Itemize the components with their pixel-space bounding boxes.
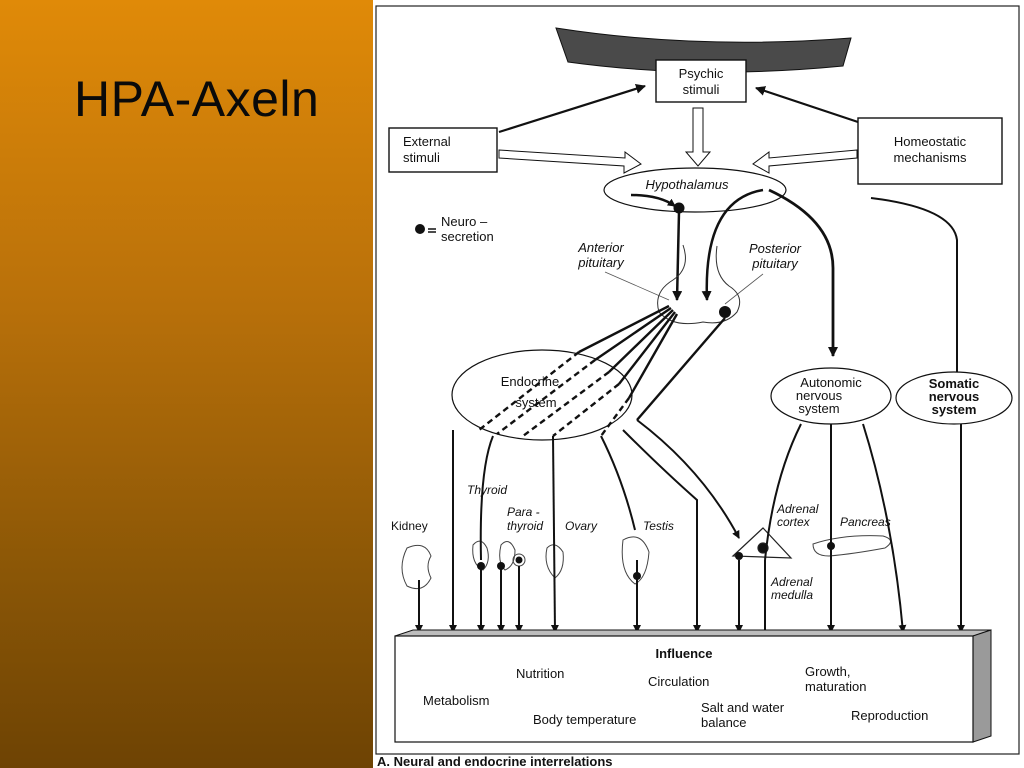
svg-text:Adrenal: Adrenal <box>770 575 813 589</box>
dashed-hormone-lines <box>478 351 630 437</box>
posterior-neurosecretion-dot <box>719 306 731 318</box>
figure-frame <box>375 5 1020 755</box>
svg-text:Neuro –: Neuro – <box>441 214 488 229</box>
hollow-arrows <box>498 107 858 174</box>
svg-text:stimuli: stimuli <box>683 82 720 97</box>
neurosecretion-dot <box>673 202 685 214</box>
thyroid-dot <box>477 562 485 570</box>
arrow-hypothalamus-inner <box>630 193 676 208</box>
svg-text:thyroid: thyroid <box>507 519 543 533</box>
svg-text:Thyroid: Thyroid <box>467 483 507 497</box>
arrow-homeostatic-to-psychic <box>755 86 859 124</box>
diagram-figure: Psychic stimuli External stimuli Homeost… <box>373 0 1024 768</box>
svg-text:Anterior: Anterior <box>577 240 624 255</box>
external-stimuli-box: External stimuli <box>388 127 498 173</box>
svg-text:Influence: Influence <box>655 646 712 661</box>
hypothalamus: Hypothalamus <box>603 167 787 213</box>
testis-illustration <box>621 536 650 585</box>
somatic-nervous-system: Somatic nervous system <box>895 371 1013 425</box>
svg-text:Metabolism: Metabolism <box>423 693 489 708</box>
svg-text:Ovary: Ovary <box>565 519 598 533</box>
figure-caption: A. Neural and endocrine interrelations <box>377 754 613 768</box>
svg-text:Salt and water: Salt and water <box>701 700 785 715</box>
svg-text:Homeostatic: Homeostatic <box>894 134 967 149</box>
svg-text:nervous: nervous <box>929 389 980 404</box>
svg-text:Somatic: Somatic <box>929 376 980 391</box>
testis-dot <box>633 572 641 580</box>
arrow-to-posterior-pituitary <box>701 188 764 301</box>
svg-text:Reproduction: Reproduction <box>851 708 928 723</box>
svg-text:system: system <box>798 401 839 416</box>
arrow-to-anterior-pituitary <box>672 211 683 301</box>
pituitary-to-endocrine-lines <box>578 304 726 421</box>
svg-text:Body temperature: Body temperature <box>533 712 636 727</box>
svg-text:Autonomic: Autonomic <box>800 375 862 390</box>
psychic-stimuli-box: Psychic stimuli <box>655 59 747 103</box>
svg-text:Pancreas: Pancreas <box>840 515 891 529</box>
parathyroid-dot <box>497 562 505 570</box>
svg-text:Growth,: Growth, <box>805 664 851 679</box>
endocrine-system: Endocrine system <box>451 349 633 441</box>
svg-text:mechanisms: mechanisms <box>894 150 967 165</box>
pituitary-gland <box>657 244 741 325</box>
svg-text:cortex: cortex <box>777 515 811 529</box>
svg-text:system: system <box>515 395 556 410</box>
influence-box: Influence Nutrition Circulation Growth, … <box>394 629 992 743</box>
svg-text:nervous: nervous <box>796 388 843 403</box>
line-to-somatic <box>870 197 958 372</box>
arrow-external-to-psychic <box>498 83 646 134</box>
kidney-illustration <box>401 544 432 590</box>
arrow-to-autonomic <box>768 188 838 357</box>
svg-text:pituitary: pituitary <box>577 255 625 270</box>
posterior-pituitary-label: Posterior pituitary <box>724 241 802 305</box>
neurosecretion-legend: Neuro – secretion <box>415 214 494 244</box>
svg-text:system: system <box>932 402 977 417</box>
organ-labels: Kidney Thyroid Para - thyroid Ovary Test… <box>391 483 891 602</box>
svg-text:secretion: secretion <box>441 229 494 244</box>
adrenal-dot <box>735 552 743 560</box>
svg-text:balance: balance <box>701 715 747 730</box>
parathyroid-dot-2 <box>515 556 523 564</box>
anterior-pituitary-label: Anterior pituitary <box>577 240 670 301</box>
svg-text:Posterior: Posterior <box>749 241 802 256</box>
slide-title: HPA-Axeln <box>74 71 320 127</box>
svg-text:Nutrition: Nutrition <box>516 666 564 681</box>
svg-text:maturation: maturation <box>805 679 866 694</box>
svg-text:Hypothalamus: Hypothalamus <box>645 177 729 192</box>
svg-text:Endocrine: Endocrine <box>501 374 560 389</box>
influence-arrows <box>415 419 965 633</box>
svg-text:Kidney: Kidney <box>391 519 428 533</box>
svg-text:pituitary: pituitary <box>751 256 799 271</box>
pancreas-illustration <box>812 535 891 557</box>
svg-text:Psychic: Psychic <box>679 66 724 81</box>
svg-text:Para -: Para - <box>507 505 540 519</box>
homeostatic-mechanisms-box: Homeostatic mechanisms <box>857 117 1003 185</box>
autonomic-nervous-system: Autonomic nervous system <box>770 367 892 425</box>
svg-text:Circulation: Circulation <box>648 674 709 689</box>
svg-text:External: External <box>403 134 451 149</box>
cortex-band <box>555 27 852 73</box>
svg-text:Adrenal: Adrenal <box>776 502 819 516</box>
svg-text:medulla: medulla <box>771 588 813 602</box>
pancreas-dot <box>827 542 835 550</box>
svg-text:Testis: Testis <box>643 519 674 533</box>
svg-text:stimuli: stimuli <box>403 150 440 165</box>
